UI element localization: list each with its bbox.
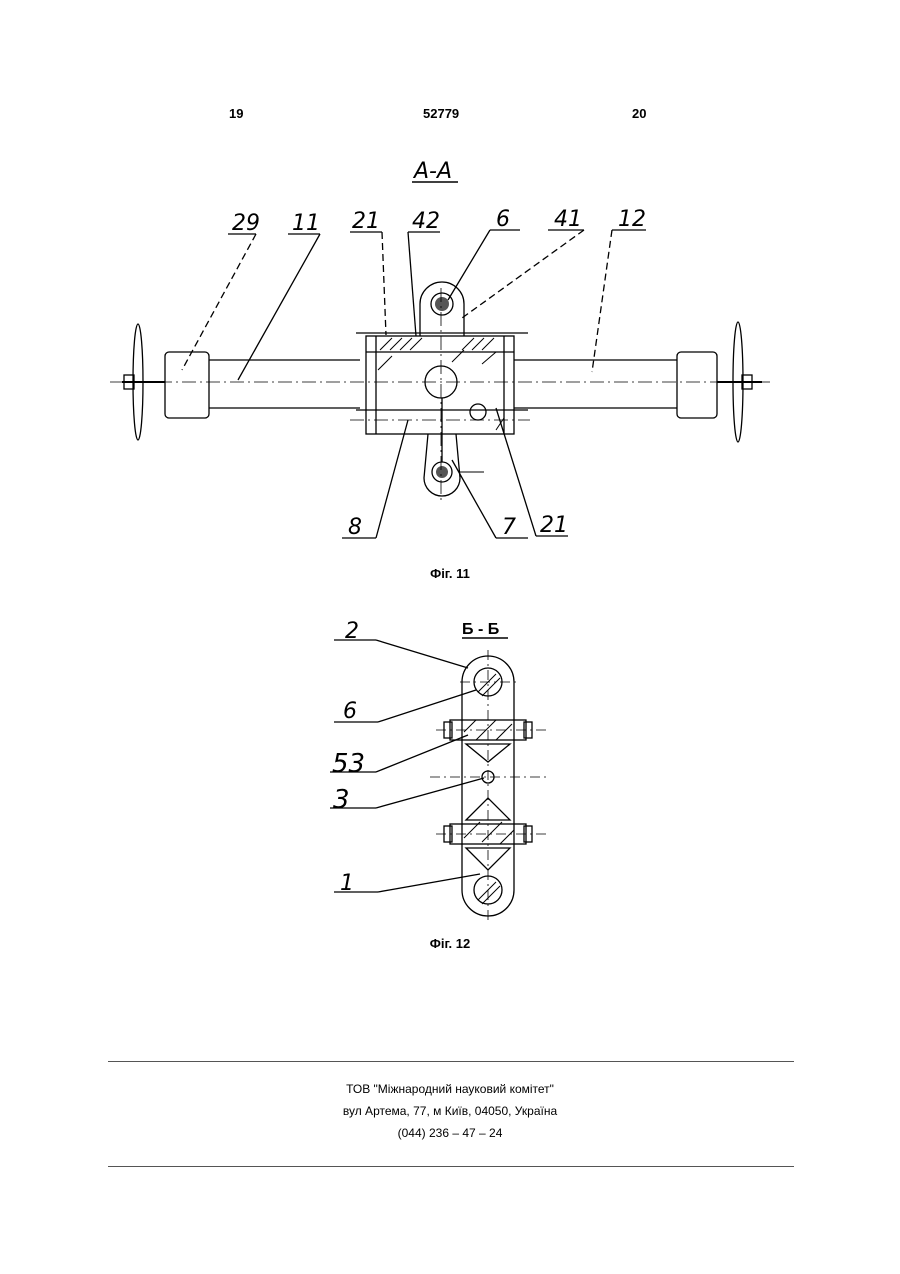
figure-12-caption: Фіг. 12 xyxy=(0,936,900,951)
section-title-b-b: Б - Б xyxy=(462,621,499,638)
footer-rule-bottom xyxy=(108,1166,794,1167)
label-3: 3 xyxy=(333,785,350,815)
footer-address: вул Артема, 77, м Київ, 04050, Україна xyxy=(0,1104,900,1118)
label-6-fig12: 6 xyxy=(343,699,357,724)
footer-phone: (044) 236 – 47 – 24 xyxy=(0,1126,900,1140)
footer-rule-top xyxy=(108,1061,794,1062)
label-53: 53 xyxy=(332,749,365,779)
footer-org: ТОВ "Міжнародний науковий комітет" xyxy=(0,1082,900,1096)
